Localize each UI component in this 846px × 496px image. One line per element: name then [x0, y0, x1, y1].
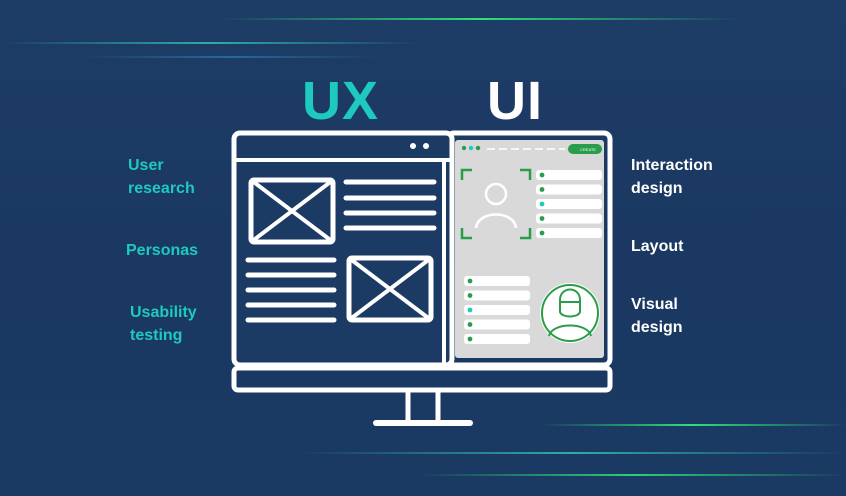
checkmark-icon [467, 307, 473, 313]
create-button [568, 144, 602, 154]
light-streak [540, 424, 846, 426]
checkmark-icon [539, 216, 545, 221]
monitor-stand-neck [405, 392, 441, 420]
ui-label-interaction-design: Interaction design [631, 157, 713, 197]
light-streak [420, 474, 846, 476]
checklist-row [464, 290, 530, 301]
checkmark-icon [539, 172, 545, 178]
checklist-row [464, 319, 530, 330]
checklist-row [536, 184, 602, 195]
light-streak [300, 452, 846, 454]
ux-label-personas: Personas [126, 242, 199, 259]
checkmark-icon [539, 187, 545, 192]
ui-label-layout: Layout [631, 238, 684, 255]
monitor-chin [231, 365, 613, 393]
light-streak [0, 42, 420, 44]
user-avatar-icon [540, 283, 600, 343]
light-streak [80, 56, 380, 58]
checklist-row [536, 199, 602, 209]
ui-heading: UI [487, 71, 543, 131]
ui-screen-panel: CREATE [445, 130, 613, 368]
window-dot [475, 145, 481, 151]
checklist-row [464, 276, 530, 286]
wireframe-image-placeholder-icon [248, 177, 336, 245]
ux-label-user-research: User research [128, 157, 195, 197]
checklist-row [464, 334, 530, 344]
checklist-row [464, 305, 530, 315]
ux-heading: UX [302, 71, 380, 131]
checkmark-icon [467, 278, 473, 284]
wireframe-image-placeholder-icon [346, 255, 434, 323]
checkmark-icon [467, 336, 473, 342]
window-dot [468, 145, 474, 151]
window-dot [410, 143, 416, 149]
wireframe-text-lines [245, 179, 437, 323]
checklist-top [536, 170, 602, 238]
checklist-bottom [464, 276, 530, 344]
checkmark-icon [539, 230, 545, 236]
ux-wireframe-panel [231, 130, 455, 368]
create-button-label: CREATE [580, 147, 596, 152]
checkmark-icon [467, 322, 473, 327]
checklist-row [536, 170, 602, 180]
ux-label-usability-testing: Usability testing [130, 304, 197, 344]
window-dot [423, 143, 429, 149]
ui-label-visual-design: Visual design [631, 296, 683, 336]
checklist-row [536, 213, 602, 224]
user-avatar-icon [460, 168, 532, 240]
checklist-row [536, 228, 602, 238]
light-streak [220, 18, 740, 20]
checkmark-icon [467, 293, 473, 298]
checkmark-icon [539, 201, 545, 207]
window-dot [461, 145, 467, 151]
